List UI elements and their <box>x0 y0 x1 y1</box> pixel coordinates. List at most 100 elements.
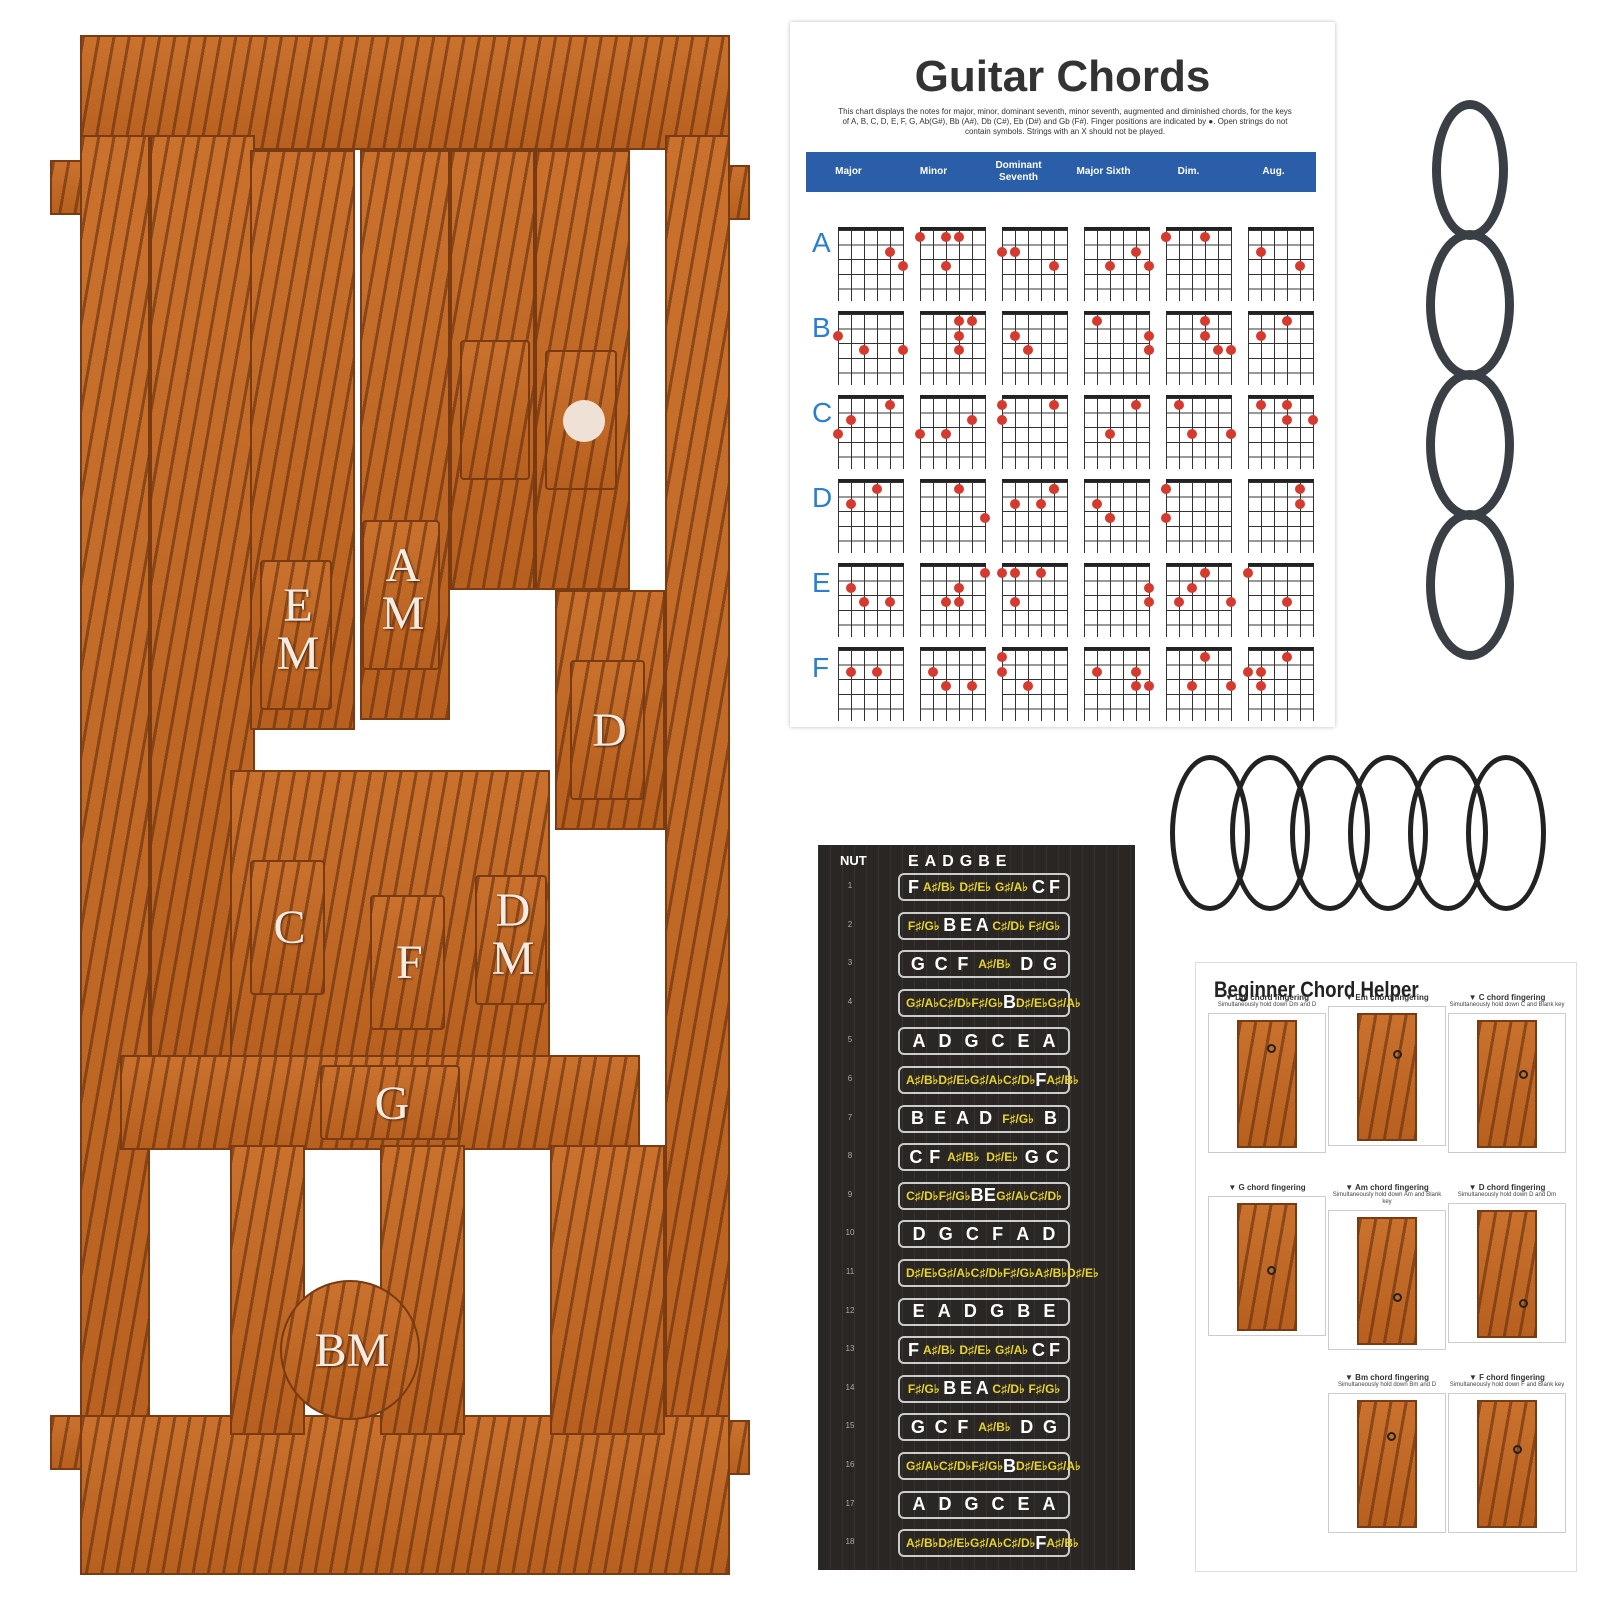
finger-dot <box>1010 568 1020 578</box>
finger-dot <box>1282 414 1292 425</box>
chord-diagram <box>838 479 904 553</box>
fret-row: D♯/E♭G♯/A♭C♯/D♭F♯/G♭A♯/B♭D♯/E♭ <box>898 1259 1099 1287</box>
finger-dot <box>1092 316 1102 326</box>
fret-note: F <box>1049 876 1060 897</box>
fret-number: 15 <box>845 1421 855 1431</box>
chord-diagram <box>920 563 990 637</box>
finger-dot <box>1023 345 1033 356</box>
helper-cell-image <box>1208 1196 1326 1336</box>
fret-note: B <box>1003 1455 1016 1476</box>
fret-number: 8 <box>847 1151 853 1161</box>
finger-dot <box>1092 666 1102 677</box>
key-g[interactable]: G <box>320 1065 460 1140</box>
finger-dot <box>954 232 964 242</box>
fret-note: G♯/A♭ <box>1047 1459 1081 1473</box>
fret-note: D♯/E♭ <box>1016 1459 1048 1473</box>
key-em-label: E M <box>276 579 320 680</box>
key-em[interactable]: E M <box>260 560 332 710</box>
fret-note: B <box>1043 1108 1057 1129</box>
chord-diagram <box>1166 395 1236 469</box>
helper-cell-caption: ▼ Dm chord fingering <box>1225 993 1309 1002</box>
fret-note: A♯/B♭ <box>923 1343 956 1358</box>
chord-diagram <box>915 395 986 469</box>
fret-note: D♯/E♭ <box>938 1536 970 1551</box>
finger-dot <box>846 498 856 509</box>
fret-note: A♯/B♭ <box>1034 1266 1067 1280</box>
finger-dot <box>997 246 1007 257</box>
fret-note: D <box>979 1108 993 1129</box>
fretboard-open-strings: EADGBE <box>908 853 1013 870</box>
fret-note: G♯/A♭ <box>970 1073 1003 1087</box>
fret-note: A♯/B♭ <box>923 880 956 894</box>
finger-dot <box>898 345 908 356</box>
finger-dot <box>1200 568 1210 578</box>
fret-note: B <box>970 1185 984 1206</box>
helper-cell-instruction: Simultaneously hold down D and Dm <box>1457 1192 1557 1198</box>
finger-dot <box>980 513 990 524</box>
key-am[interactable]: A M <box>362 520 440 670</box>
chord-diagram <box>1248 395 1318 469</box>
fret-note: G♯/A♭ <box>1047 995 1081 1010</box>
key-bm[interactable]: BM <box>280 1280 420 1420</box>
finger-dot <box>1243 568 1253 578</box>
row-b: B <box>812 312 831 343</box>
fret-number: 16 <box>845 1460 855 1469</box>
mini-device-image <box>1477 1020 1537 1148</box>
finger-dot <box>1226 597 1236 608</box>
fret-note: F♯/G♭ <box>907 1381 940 1396</box>
helper-cell-image <box>1448 1393 1566 1533</box>
finger-dot <box>967 414 977 425</box>
finger-dot <box>1049 400 1059 410</box>
fret-note: F <box>908 1339 919 1360</box>
fret-note: G♯/A♭ <box>995 1343 1028 1358</box>
fret-note: G <box>1043 953 1058 974</box>
finger-ring-chain <box>1420 100 1520 660</box>
fret-number: 9 <box>847 1189 853 1199</box>
key-c[interactable]: C <box>250 860 325 995</box>
finger-dot <box>1036 568 1046 578</box>
finger-dot <box>1295 261 1305 272</box>
finger-dot <box>941 232 951 242</box>
fret-note: C♯/D♭ <box>1003 1536 1036 1551</box>
chord-diagram <box>1248 311 1314 385</box>
fret-note: F♯/G♭ <box>938 1188 971 1203</box>
finger-dot <box>1200 652 1210 662</box>
finger-dot <box>1144 261 1154 272</box>
key-dm[interactable]: D M <box>475 875 547 1005</box>
fret-note: B <box>1017 1301 1031 1322</box>
fret-note: D <box>1042 1223 1056 1244</box>
finger-dot <box>872 484 882 494</box>
key-g-label: G <box>374 1077 410 1130</box>
finger-dot <box>967 681 977 692</box>
fret-note: F♯/G♭ <box>907 918 940 933</box>
fret-note: D <box>963 1301 977 1322</box>
finger-dot <box>1174 597 1184 608</box>
fret-note: G♯/A♭ <box>995 880 1028 894</box>
fret-number: 18 <box>845 1537 855 1547</box>
helper-cell-image <box>1328 1393 1446 1533</box>
finger-dot <box>1256 666 1266 677</box>
poster-column-header: Major Minor Dominant Seventh Major Sixth… <box>806 152 1316 192</box>
helper-cell-image <box>1448 1203 1566 1343</box>
chord-diagram <box>1166 563 1236 637</box>
finger-dot <box>1256 246 1266 257</box>
chord-device: E M A M D C F D M G BM <box>50 35 750 1575</box>
fret-note: E <box>983 1185 996 1206</box>
fret-number: 5 <box>847 1035 853 1045</box>
finger-dot <box>1105 429 1115 440</box>
finger-dot <box>1144 597 1154 608</box>
helper-cell-caption: ▼ Em chord fingering <box>1345 993 1429 1002</box>
chord-diagram <box>1002 311 1068 385</box>
finger-dot <box>1256 681 1266 692</box>
round-marker <box>563 400 605 442</box>
fret-note: E <box>959 915 972 936</box>
finger-dot <box>941 597 951 608</box>
key-d[interactable]: D <box>570 660 645 800</box>
key-f[interactable]: F <box>370 895 445 1030</box>
fret-note: F♯/G♭ <box>971 1459 1003 1473</box>
fret-note: B <box>943 915 957 936</box>
finger-dot <box>1010 330 1020 341</box>
